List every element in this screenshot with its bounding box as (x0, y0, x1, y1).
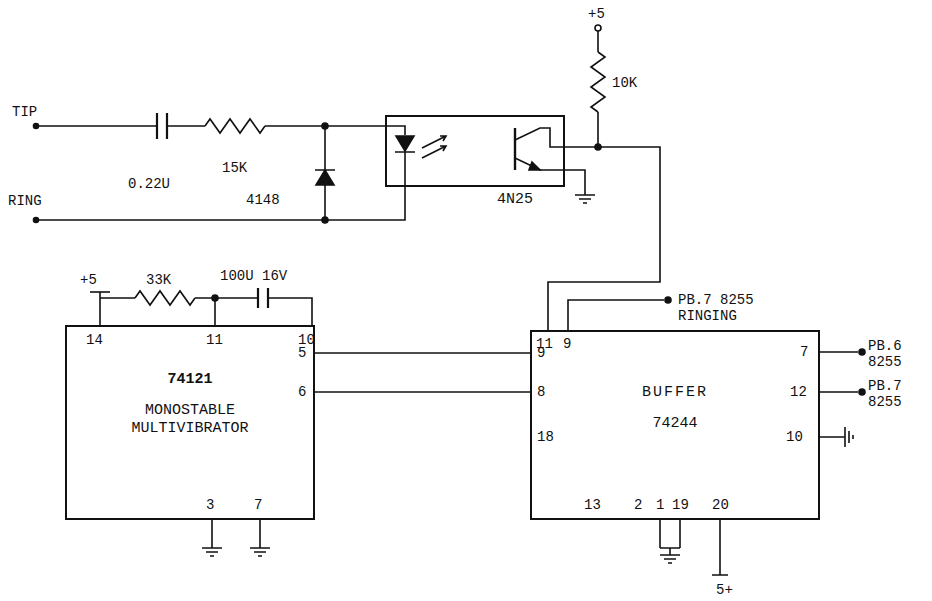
terminal-name: RING (8, 193, 42, 209)
part-number: 74121 (167, 371, 212, 388)
pin-number: 9 (537, 345, 545, 361)
transistor-emitter (515, 158, 585, 195)
terminal (665, 297, 671, 303)
pin-number: 6 (298, 384, 306, 400)
resistor-symbol (135, 291, 195, 305)
buffer-ic-box: BUFFER 74244 (530, 330, 820, 520)
pin-number: 18 (537, 429, 554, 445)
ground-symbol (250, 548, 270, 556)
pin-number: 7 (800, 344, 808, 360)
pin-number: 9 (563, 336, 571, 352)
terminal-name: TIP (12, 104, 37, 120)
led-symbol (395, 136, 415, 152)
pin-number: 3 (206, 497, 214, 513)
part-description: MONOSTABLE MULTIVIBRATOR (115, 402, 265, 437)
junction-dot (212, 295, 218, 301)
pullup-wire (597, 31, 599, 147)
part-number: 4N25 (497, 191, 533, 208)
ground-symbol (660, 555, 680, 563)
pin-number: 1 (656, 497, 664, 513)
pin-number: 2 (634, 497, 642, 513)
pin-number: 12 (790, 384, 807, 400)
capacitor-symbol (258, 288, 268, 308)
ground-wire (660, 520, 680, 555)
part-value: 33K (146, 272, 171, 288)
part-value: 15K (222, 160, 247, 176)
terminal (34, 124, 39, 129)
signal-wire (315, 391, 530, 393)
pin-number: 10 (786, 429, 803, 445)
part-description: 74244 (652, 415, 697, 432)
pin-number: 7 (254, 497, 262, 513)
ground-wire (212, 520, 260, 548)
supply-label: +5 (80, 272, 97, 288)
part-value: 10K (612, 75, 637, 91)
terminal (34, 218, 39, 223)
resistor-symbol (591, 52, 605, 112)
ring-wire (38, 152, 405, 220)
signal-name: PB.7 8255 RINGING (678, 292, 770, 324)
monostable-ic-box: 74121MONOSTABLE MULTIVIBRATOR (65, 325, 315, 520)
supply-label: 5+ (716, 582, 733, 598)
terminal (859, 389, 865, 395)
ringing-wire (568, 300, 664, 330)
part-value: 100U 16V (220, 268, 287, 284)
supply-wire (712, 520, 728, 575)
signal-name: PB.7 8255 (868, 378, 928, 410)
pin-number: 8 (537, 384, 545, 400)
signal-wire (315, 352, 530, 354)
ground-symbol (202, 548, 222, 556)
supply-label: +5 (588, 6, 605, 22)
output-wire (820, 352, 858, 437)
transistor-collector (515, 128, 565, 147)
part-name: 4148 (246, 192, 280, 208)
part-value: 0.22U (128, 176, 170, 192)
ground-symbol (575, 195, 595, 203)
signal-name: PB.6 8255 (868, 338, 928, 370)
capacitor-symbol (157, 113, 167, 139)
pin-number: 14 (86, 332, 103, 348)
pin-number: 5 (298, 345, 306, 361)
supply-terminal (595, 25, 601, 31)
timing-wire (100, 292, 312, 325)
ground-symbol (845, 427, 853, 447)
transistor-base (514, 128, 516, 170)
pin-number: 13 (584, 497, 601, 513)
light-arrows (422, 136, 446, 158)
pin-number: 20 (712, 497, 729, 513)
optocoupler-box: 4N25 (385, 115, 565, 187)
pin-number: 11 (206, 332, 223, 348)
part-number: BUFFER (642, 384, 708, 401)
pin-number: 19 (672, 497, 689, 513)
diode-symbol (315, 170, 335, 185)
terminal (859, 349, 865, 355)
resistor-symbol (205, 119, 265, 133)
emitter-arrow (529, 162, 540, 170)
